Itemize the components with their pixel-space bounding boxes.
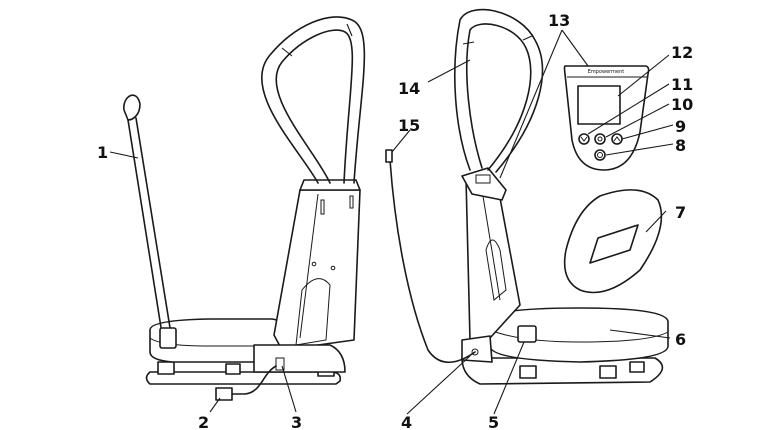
console-head <box>461 167 507 201</box>
remote-plug <box>385 149 393 163</box>
label-12: 12 <box>671 43 693 62</box>
label-8: 8 <box>675 136 686 155</box>
label-11: 11 <box>671 75 693 94</box>
leader-lines <box>109 29 674 415</box>
left-power-cord <box>231 365 277 395</box>
label-15: 15 <box>398 116 420 135</box>
label-9: 9 <box>675 117 686 136</box>
label-14: 14 <box>398 79 420 98</box>
left-machine <box>123 16 366 401</box>
panel-up-button <box>611 133 623 145</box>
cable-connector <box>471 348 479 356</box>
part-number-labels: 1 2 3 4 5 6 7 8 9 10 11 12 13 14 15 <box>97 11 693 430</box>
label-2: 2 <box>198 413 209 430</box>
label-5: 5 <box>488 413 499 430</box>
panel-middle-button <box>594 133 606 145</box>
remote-cable <box>389 159 476 364</box>
panel-down-button <box>578 133 590 145</box>
label-3: 3 <box>291 413 302 430</box>
left-foot-2 <box>225 363 241 375</box>
left-column-housing <box>253 344 346 373</box>
left-column <box>273 189 361 351</box>
panel-brand-text: Empowerment <box>588 69 625 75</box>
left-stick-handle <box>123 94 141 121</box>
panel-display <box>577 85 621 125</box>
label-10: 10 <box>671 95 693 114</box>
label-1: 1 <box>97 143 108 162</box>
label-7: 7 <box>675 203 686 222</box>
control-panel-detail: Empowerment <box>563 65 650 171</box>
label-4: 4 <box>401 413 412 430</box>
right-machine <box>385 8 669 385</box>
right-platform <box>489 307 669 363</box>
label-6: 6 <box>675 330 686 349</box>
chevron-up-icon <box>613 136 621 142</box>
left-base-plate <box>145 371 342 385</box>
power-socket <box>275 357 285 371</box>
chevron-down-icon <box>580 136 588 142</box>
power-plug <box>215 387 233 401</box>
power-icon <box>597 152 603 158</box>
oval-pad <box>563 189 663 294</box>
left-foot-1 <box>157 361 175 375</box>
platform-grip <box>517 325 537 343</box>
panel-power-button <box>594 149 606 161</box>
left-handlebar-loop <box>261 16 366 184</box>
label-13: 13 <box>548 11 570 30</box>
right-handlebar-loop <box>454 8 544 173</box>
